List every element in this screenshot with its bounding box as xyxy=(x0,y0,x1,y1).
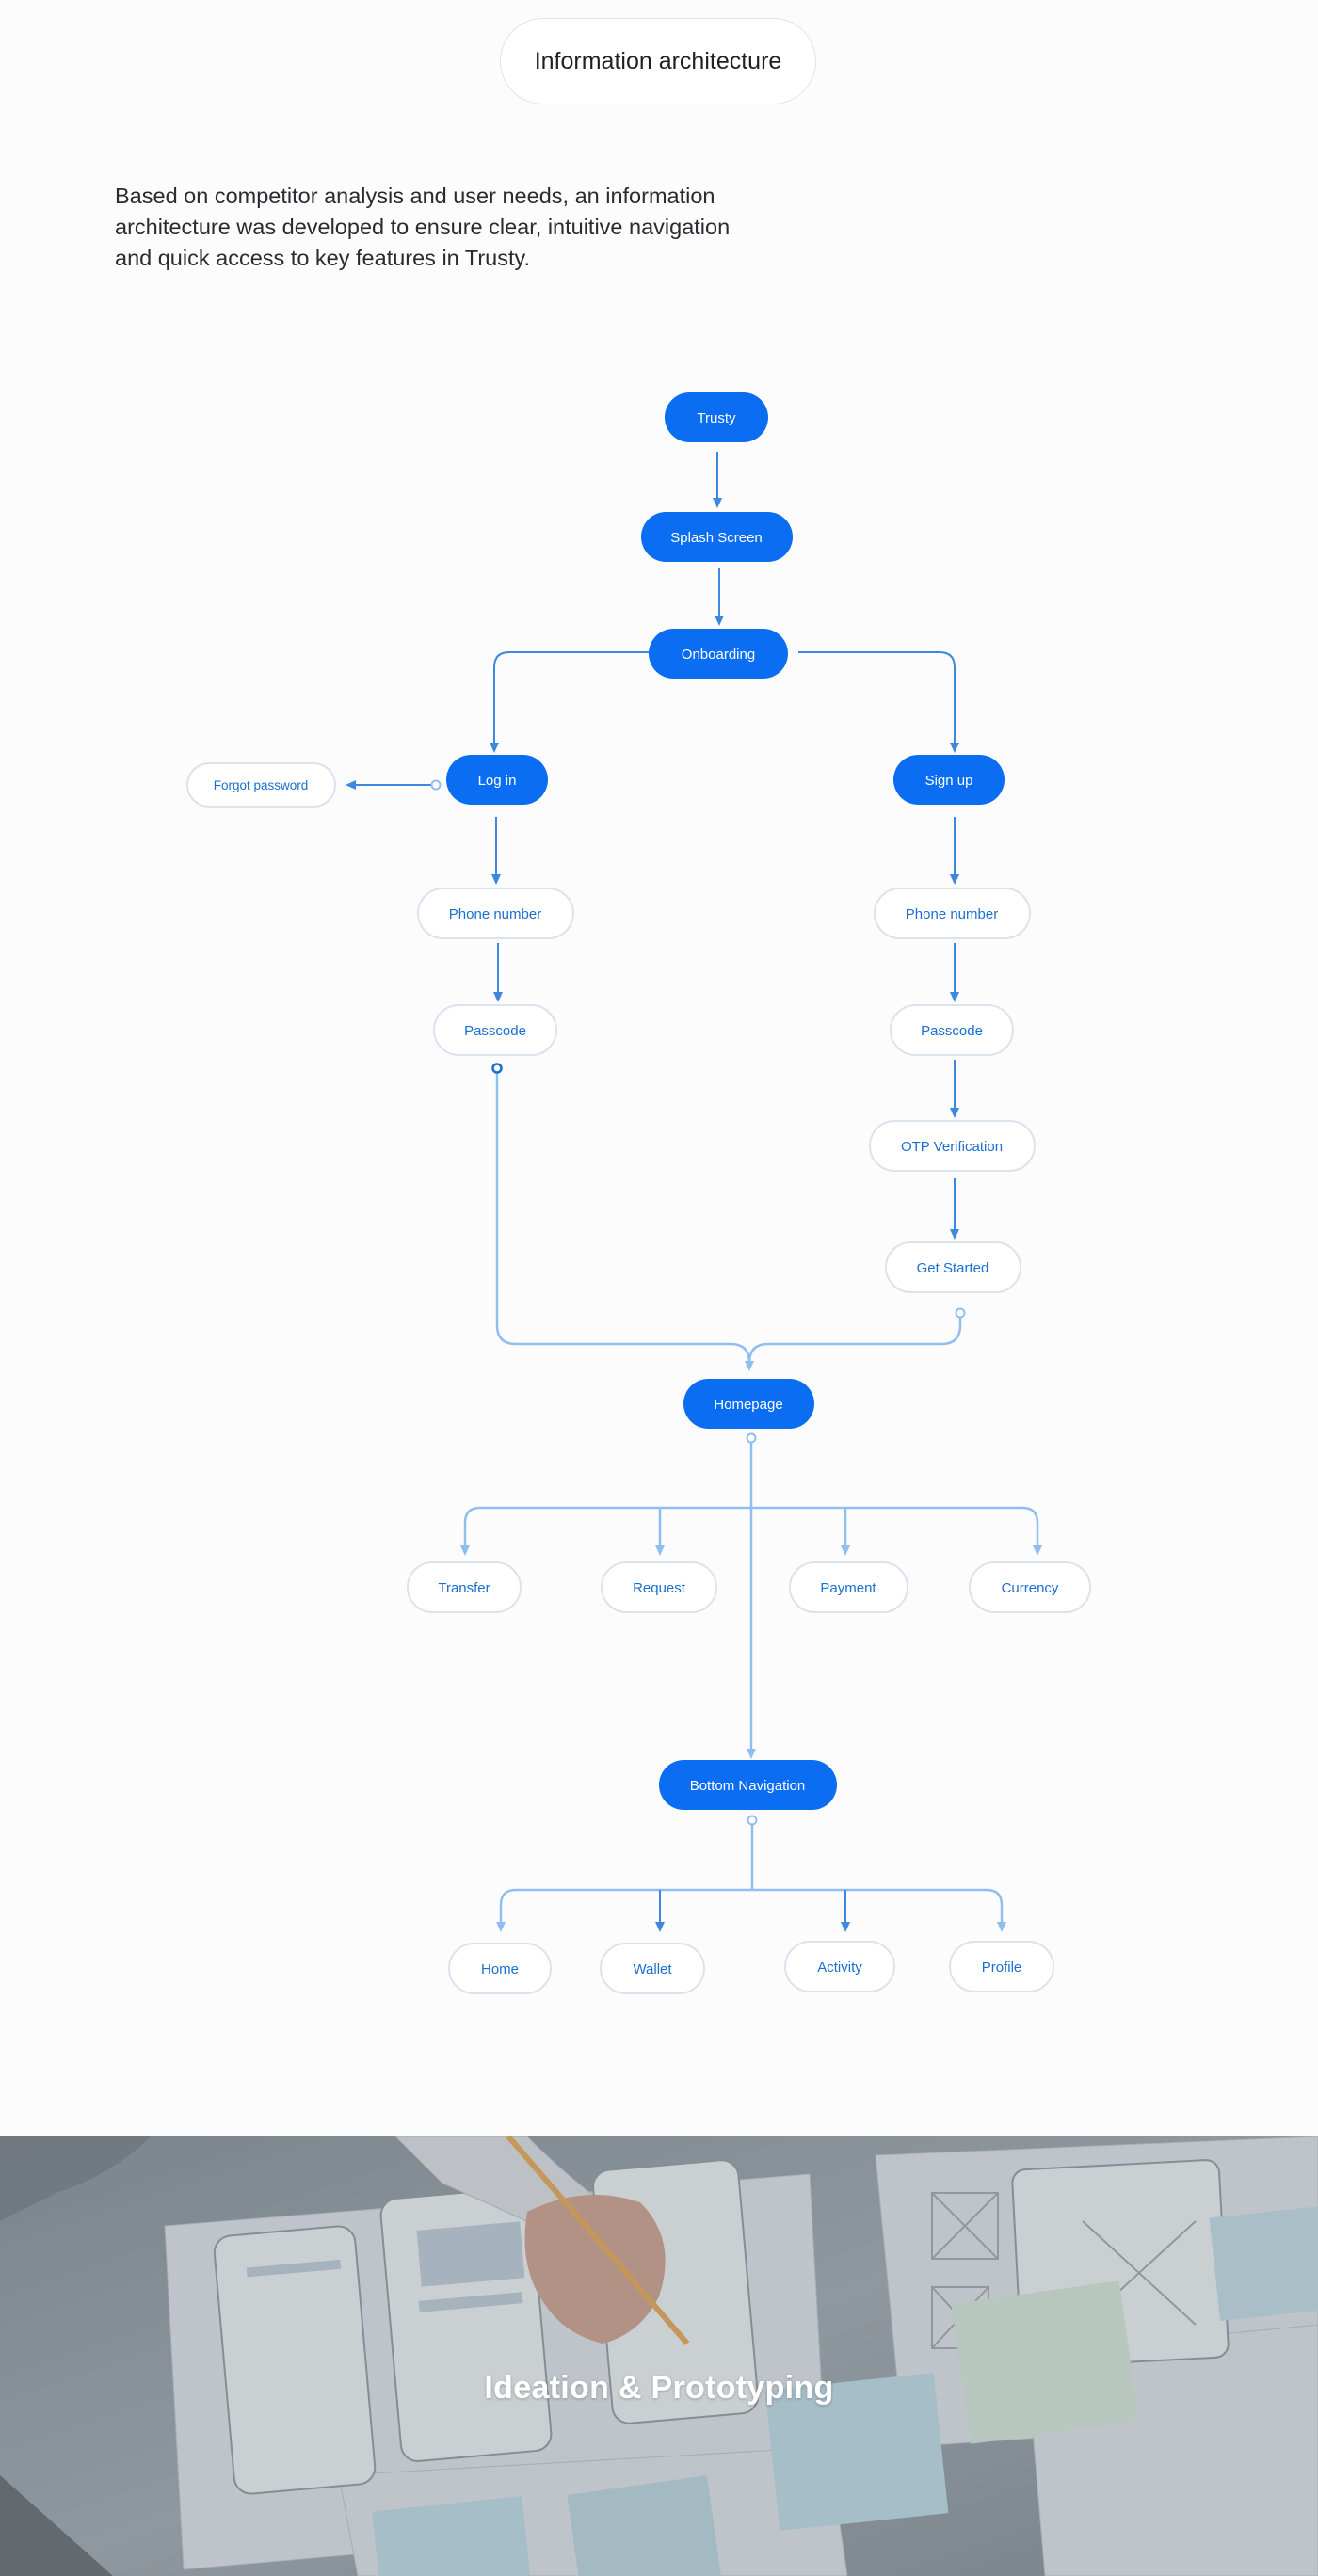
node-label: Activity xyxy=(817,1960,862,1976)
node-label: Sign up xyxy=(925,773,973,789)
connector-dot xyxy=(747,1815,758,1826)
node-wallet: Wallet xyxy=(600,1943,705,1994)
node-label: Phone number xyxy=(906,906,998,922)
edge-onboarding-login xyxy=(490,651,650,753)
node-label: Wallet xyxy=(633,1961,672,1977)
edges xyxy=(346,452,1042,1932)
node-signup-passcode: Passcode xyxy=(890,1004,1014,1056)
node-label: Get Started xyxy=(917,1260,989,1276)
node-get-started: Get Started xyxy=(885,1241,1021,1293)
edge-onboarding-signup xyxy=(798,651,959,753)
edge-passcode-homepage xyxy=(495,1068,754,1371)
node-label: Home xyxy=(481,1961,519,1977)
edge-homepage-transfer xyxy=(460,1506,481,1556)
node-home: Home xyxy=(448,1943,552,1994)
node-activity: Activity xyxy=(784,1941,895,1992)
intro-paragraph: Based on competitor analysis and user ne… xyxy=(115,184,731,270)
node-label: Profile xyxy=(982,1960,1022,1976)
information-architecture-diagram: Trusty Splash Screen Onboarding Log in S… xyxy=(186,392,1091,1994)
node-label: Passcode xyxy=(921,1023,983,1039)
node-bottom-navigation: Bottom Navigation xyxy=(659,1760,837,1810)
banner-title: Ideation & Prototyping xyxy=(484,2370,834,2406)
node-label: Trusty xyxy=(697,410,736,426)
ideation-banner: Ideation & Prototyping xyxy=(0,2136,1318,2576)
edge-homepage-currency xyxy=(1021,1506,1042,1556)
node-sign-up: Sign up xyxy=(893,755,1005,805)
node-label: Forgot password xyxy=(214,778,309,792)
banner-illustration xyxy=(0,2136,1318,2576)
node-signup-phone-number: Phone number xyxy=(874,888,1031,939)
node-label: Bottom Navigation xyxy=(690,1778,806,1794)
connector-dot xyxy=(430,779,442,791)
node-homepage: Homepage xyxy=(683,1379,814,1429)
node-label: OTP Verification xyxy=(901,1139,1003,1155)
node-label: Passcode xyxy=(464,1023,526,1039)
section-title-pill: Information architecture xyxy=(500,18,816,104)
node-label: Splash Screen xyxy=(670,530,763,546)
node-label: Onboarding xyxy=(682,647,755,663)
node-onboarding: Onboarding xyxy=(649,629,788,679)
node-request: Request xyxy=(601,1561,717,1613)
node-label: Payment xyxy=(820,1580,876,1596)
node-label: Homepage xyxy=(714,1397,782,1413)
connector-dot xyxy=(491,1063,503,1074)
node-trusty: Trusty xyxy=(665,392,768,442)
node-login-phone-number: Phone number xyxy=(417,888,574,939)
node-label: Log in xyxy=(478,773,517,789)
node-profile: Profile xyxy=(949,1941,1054,1992)
edge-bottomnav-home xyxy=(496,1888,517,1932)
node-label: Phone number xyxy=(449,906,541,922)
node-label: Request xyxy=(633,1580,686,1596)
edge-started-homepage xyxy=(747,1314,962,1364)
edge-bottomnav-profile xyxy=(986,1888,1006,1932)
node-otp-verification: OTP Verification xyxy=(869,1120,1036,1172)
node-forgot-password: Forgot password xyxy=(186,762,336,808)
section-title: Information architecture xyxy=(534,47,782,74)
connector-dot xyxy=(746,1432,757,1444)
node-log-in: Log in xyxy=(446,755,548,805)
node-payment: Payment xyxy=(789,1561,908,1613)
node-transfer: Transfer xyxy=(407,1561,522,1613)
node-login-passcode: Passcode xyxy=(433,1004,557,1056)
node-label: Transfer xyxy=(438,1580,490,1596)
node-splash-screen: Splash Screen xyxy=(641,512,793,562)
node-label: Currency xyxy=(1002,1580,1059,1596)
node-currency: Currency xyxy=(969,1561,1091,1613)
connector-dot xyxy=(955,1307,966,1319)
